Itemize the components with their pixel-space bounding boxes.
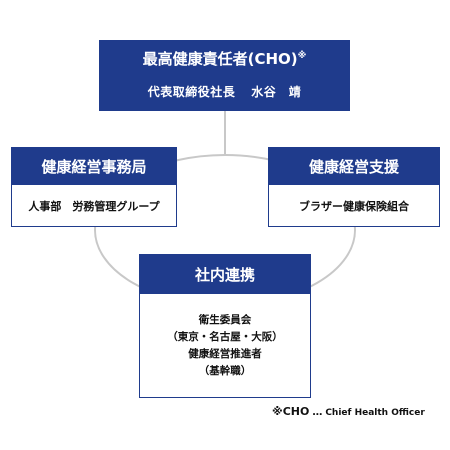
support-body: ブラザー健康保険組合 — [268, 185, 440, 227]
internal-body: 衛生委員会 （東京・名古屋・大阪） 健康経営推進者 （基幹職） — [139, 294, 311, 398]
cho-title: 最高健康責任者(CHO)※ — [99, 48, 350, 69]
footnote: ※CHO…Chief Health Officer — [272, 405, 425, 418]
internal-box: 社内連携 衛生委員会 （東京・名古屋・大阪） 健康経営推進者 （基幹職） — [139, 254, 311, 398]
office-line: 人事部 労務管理グループ — [28, 199, 160, 213]
office-body: 人事部 労務管理グループ — [11, 185, 177, 227]
cho-box: 最高健康責任者(CHO)※ 代表取締役社長 水谷 靖 — [99, 40, 350, 111]
support-line: ブラザー健康保険組合 — [299, 199, 409, 213]
footnote-dots: … — [312, 407, 323, 418]
office-box: 健康経営事務局 人事部 労務管理グループ — [11, 147, 177, 227]
support-title: 健康経営支援 — [268, 147, 440, 185]
footnote-text: Chief Health Officer — [325, 408, 425, 418]
support-box: 健康経営支援 ブラザー健康保険組合 — [268, 147, 440, 227]
footnote-key: ※CHO — [272, 405, 310, 418]
cho-role: 代表取締役社長 — [147, 85, 236, 99]
cho-title-text: 最高健康責任者(CHO) — [142, 50, 298, 68]
cho-name: 水谷 靖 — [251, 85, 302, 99]
internal-line-3: 健康経営推進者 — [188, 347, 262, 360]
internal-line-4: （基幹職） — [198, 364, 252, 377]
cho-title-mark: ※ — [297, 51, 307, 61]
internal-title: 社内連携 — [139, 254, 311, 294]
cho-person: 代表取締役社長 水谷 靖 — [99, 83, 350, 100]
internal-line-2: （東京・名古屋・大阪） — [167, 330, 283, 343]
office-title: 健康経営事務局 — [11, 147, 177, 185]
internal-line-1: 衛生委員会 — [198, 313, 252, 326]
